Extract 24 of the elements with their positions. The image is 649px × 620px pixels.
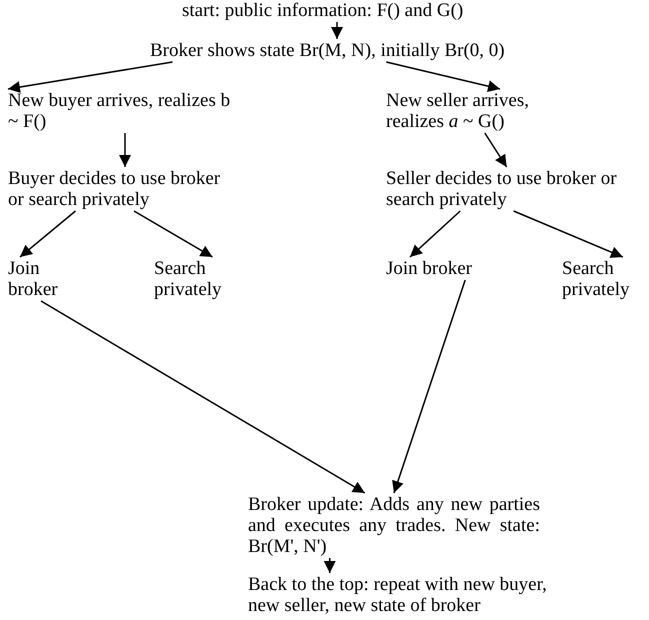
- step-text: Seller decides to use broker or search privately: [386, 168, 617, 210]
- arrow: [484, 132, 508, 168]
- arrow: [8, 61, 173, 93]
- step-text: New buyer arrives, realizes b ~ F(): [8, 90, 230, 132]
- arrow: [513, 210, 624, 258]
- step-text: Broker shows state Br(M, N), initially Br(0, 0): [150, 40, 505, 61]
- step-text: Back to the top: repeat with new buyer, new seller, new state of broker: [248, 574, 547, 616]
- step-text: Search privately: [562, 258, 630, 300]
- arrow: [324, 558, 336, 573]
- arrow: [392, 280, 466, 494]
- step-text: New seller arrives, realizes a ~ G(): [386, 90, 529, 132]
- step-text: start: public information: F() and G(): [182, 0, 464, 21]
- arrow: [134, 210, 213, 258]
- arrow: [386, 61, 500, 92]
- step-text: Join broker: [8, 258, 58, 300]
- arrow: [119, 133, 131, 167]
- arrow: [331, 22, 343, 39]
- step-text: Join broker: [386, 258, 472, 279]
- step-text: Buyer decides to use broker or search privately: [8, 168, 220, 210]
- arrow: [20, 210, 76, 258]
- step-text: Broker update: Adds any new parties and executes any trades. New state: Br(M', N'): [248, 494, 540, 557]
- step-text: Search privately: [154, 258, 222, 300]
- arrow: [40, 300, 366, 494]
- arrow: [410, 210, 461, 258]
